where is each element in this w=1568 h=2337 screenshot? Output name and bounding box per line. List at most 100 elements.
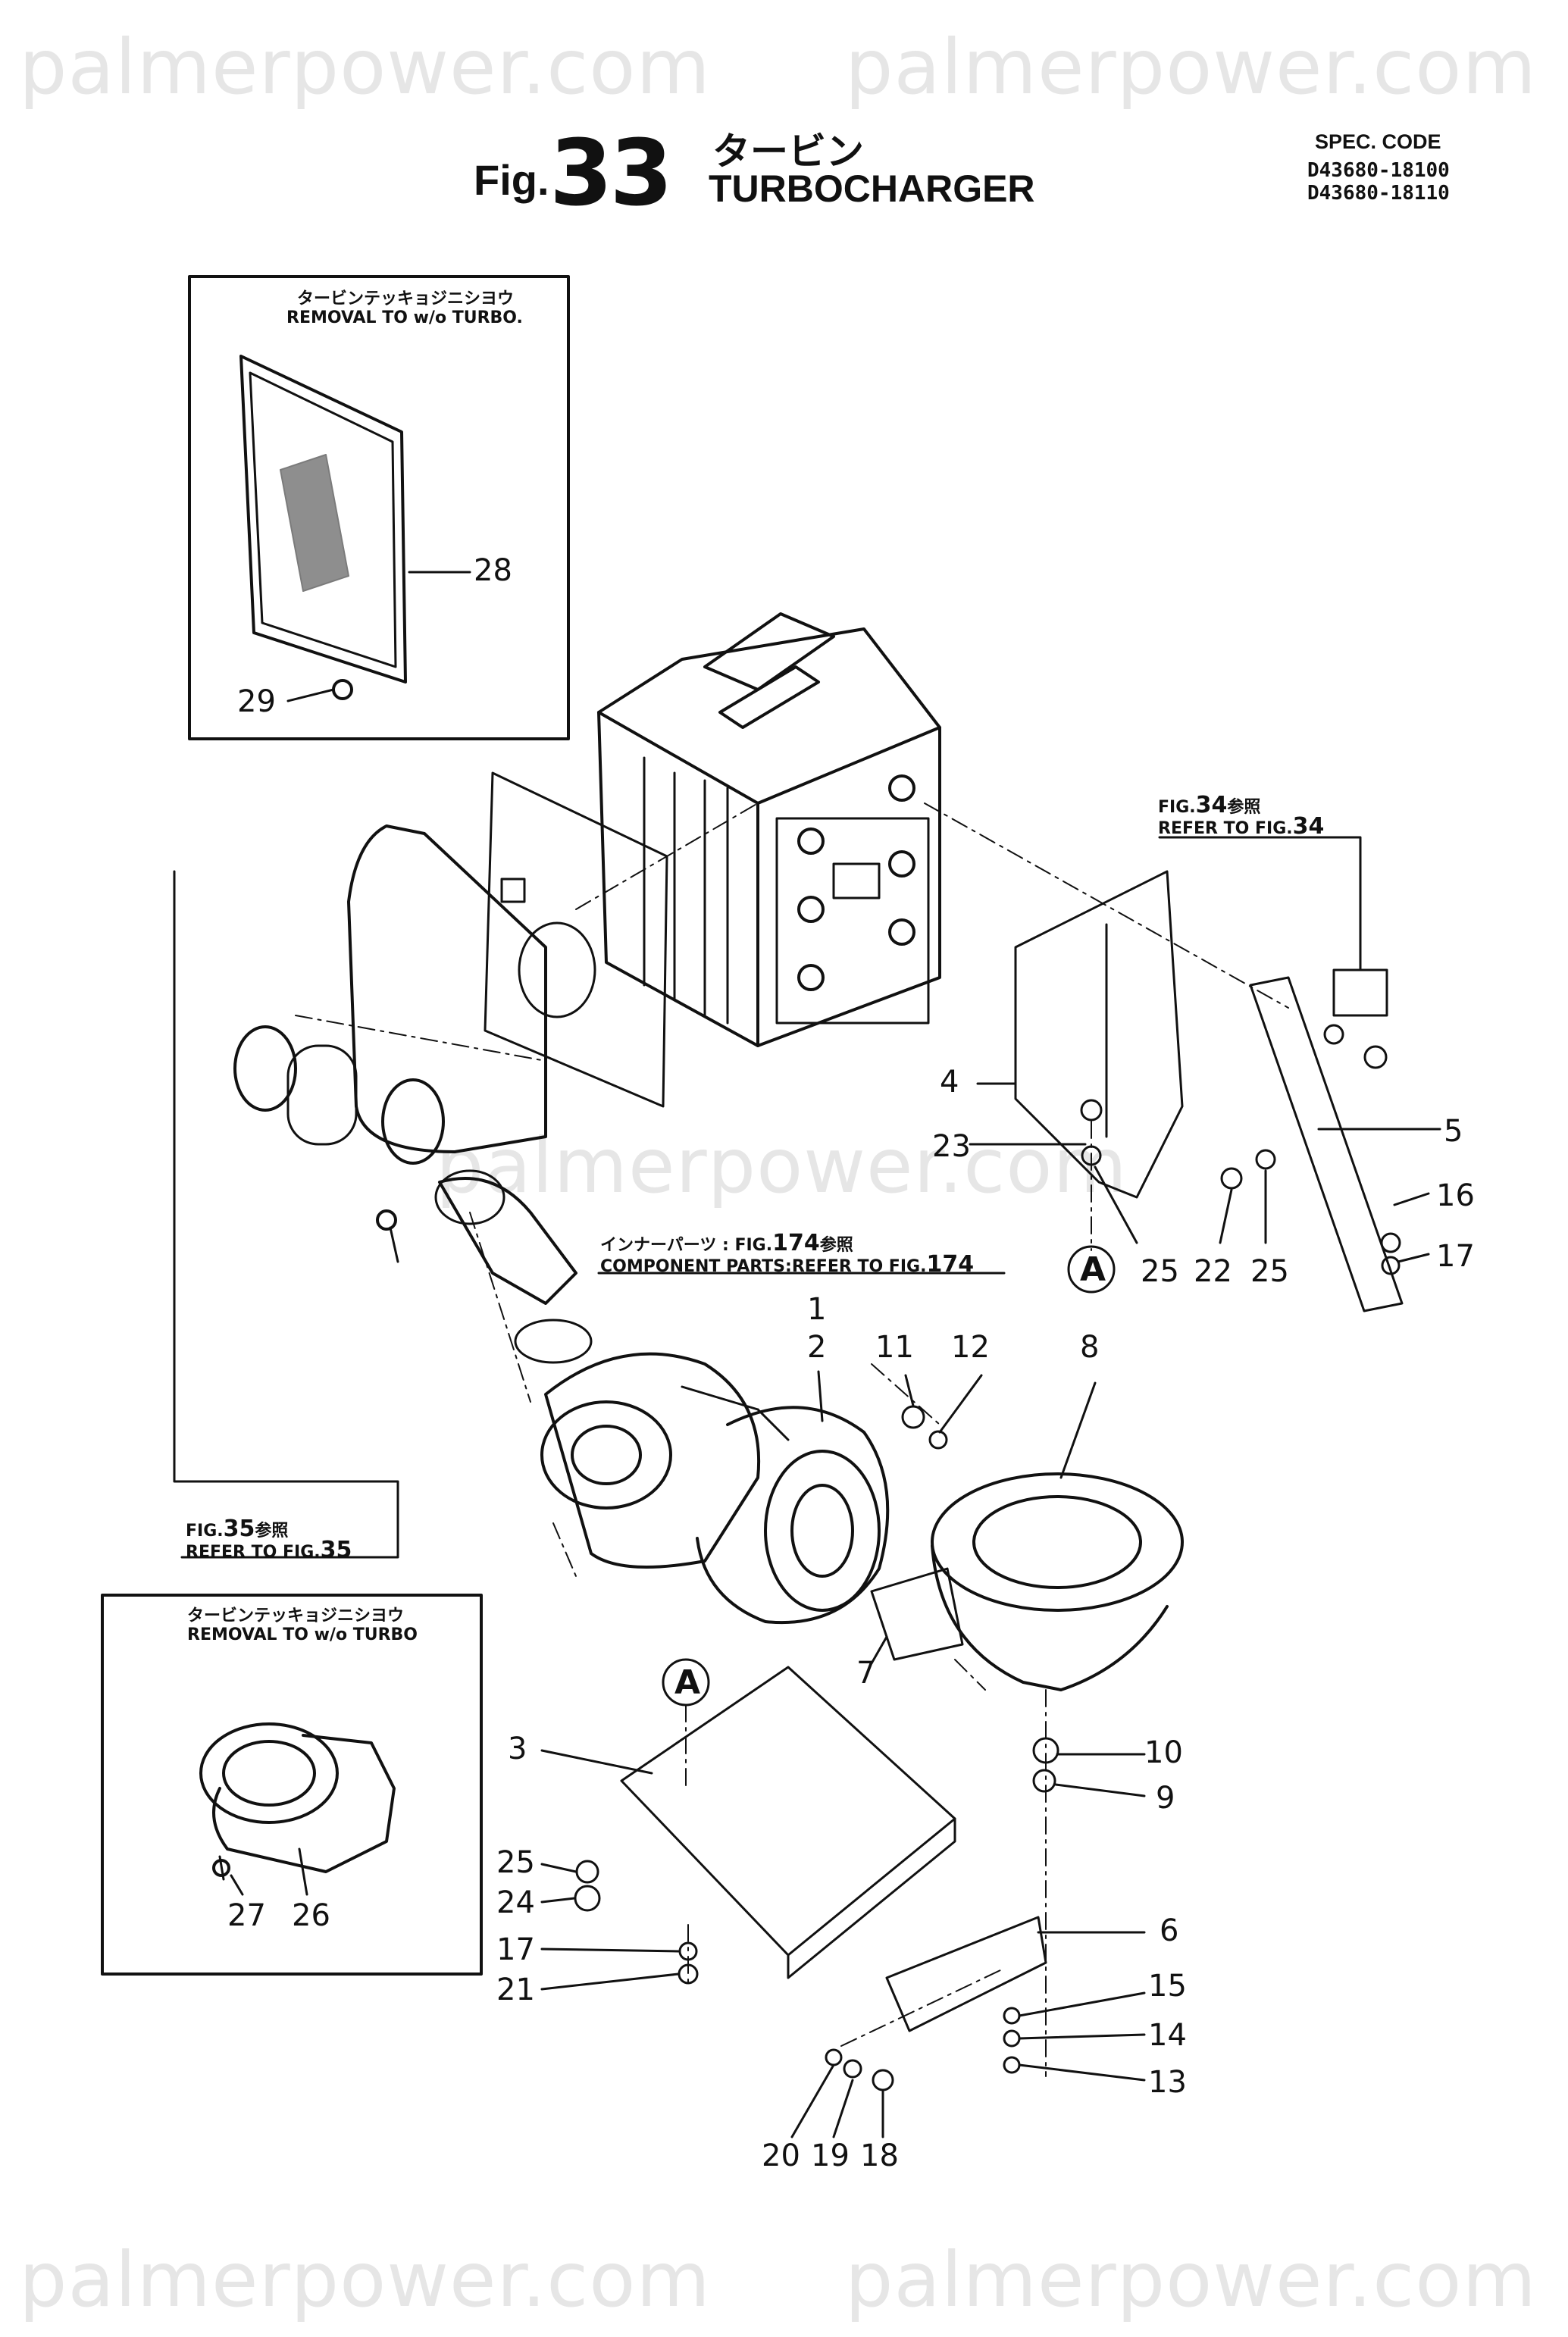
fig35-bracket [173,870,399,1559]
fig35-en-prefix: REFER TO FIG. [186,1543,321,1562]
watermark-bottom-right: palmerpower.com [845,2235,1537,2324]
part-number-18: 18 [860,2138,899,2173]
bolt-13 [1003,2056,1021,2074]
washer-12 [928,1430,948,1450]
watermark-bottom-left: palmerpower.com [19,2235,711,2324]
fig34-en-prefix: REFER TO FIG. [1158,819,1293,838]
page-title: TURBOCHARGER [709,167,1035,210]
part-number-21: 21 [496,1973,535,2007]
watermark-center: palmerpower.com [436,1122,1128,1210]
base-plate [620,1666,956,1957]
comp-num-en: 174 [926,1251,975,1278]
part-number-17-right: 17 [1436,1239,1475,1274]
fig34-jp-suffix: 参照 [1227,798,1261,817]
washer-19 [843,2059,862,2079]
note-removal-top-en: REMOVAL TO w/o TURBO. [286,308,523,327]
part-number-11: 11 [875,1330,914,1365]
part-number-2: 2 [807,1330,827,1365]
part-number-29: 29 [237,684,276,719]
part-number-1: 1 [807,1292,827,1327]
part-number-22: 22 [1194,1254,1232,1289]
part-number-25-left: 25 [496,1845,535,1880]
fig35-num-jp: 35 [223,1516,255,1542]
elbow-cover [199,1722,396,1873]
bolt-22 [1220,1167,1243,1190]
part-number-7: 7 [856,1656,876,1691]
part-number-25-center: 25 [1141,1254,1179,1289]
washer-25-stay [1255,1149,1276,1170]
bolt-23 [1080,1099,1103,1122]
note-removal-bottom-jp: タービンテッキョジニシヨウ [187,1606,405,1625]
spec-code-heading: SPEC. CODE [1315,130,1441,153]
bolt-29 [286,679,353,702]
stay [1249,976,1404,1312]
hose [286,1044,358,1146]
part-number-25-right: 25 [1250,1254,1289,1289]
spec-code-2: D43680-18110 [1307,182,1450,205]
hose-clamp-2 [381,1078,445,1165]
part-number-6: 6 [1160,1913,1179,1948]
watermark-top-left: palmerpower.com [19,23,711,111]
part-number-17-left: 17 [496,1932,535,1967]
fig35-num-en: 35 [320,1537,352,1563]
part-number-23: 23 [932,1129,971,1164]
spec-code-1: D43680-18100 [1307,159,1450,182]
bracket-lower [885,1916,1047,2032]
part-number-10: 10 [1144,1735,1183,1770]
comp-num-jp: 174 [772,1230,820,1256]
washer-25-left [575,1860,599,1884]
bolt-16 [1380,1232,1401,1253]
cover-plate [239,355,407,684]
part-number-19: 19 [811,2138,850,2173]
fig34-num-jp: 34 [1195,792,1228,818]
bolt-27 [212,1855,230,1881]
washer-15 [1003,2007,1021,2025]
washer-14 [1003,2029,1021,2048]
bolt-11 [901,1405,925,1429]
part-number-16: 16 [1436,1178,1475,1213]
part-number-15: 15 [1148,1969,1187,2004]
bolt-18 [872,2069,894,2091]
aftercooler [597,612,941,1047]
part-number-26: 26 [292,1898,330,1933]
exhaust-elbow [870,1472,1184,1691]
note-removal-bottom-en: REMOVAL TO w/o TURBO [187,1625,418,1644]
fig-prefix: Fig. [474,156,549,204]
hose-clamp-1 [233,1025,297,1112]
callout-a-upper: A [1080,1250,1106,1289]
part-number-28: 28 [474,553,512,588]
part-number-12: 12 [951,1330,990,1365]
gasket [484,771,668,1108]
bolt-elbow [376,1209,399,1263]
part-number-3: 3 [508,1732,527,1766]
callout-a-upper-circle [1067,1245,1116,1294]
part-number-20: 20 [762,2138,800,2173]
nut-9 [1032,1769,1056,1793]
fig35-jp-prefix: FIG. [186,1522,224,1541]
watermark-top-right: palmerpower.com [845,23,1537,111]
nut-24 [574,1885,601,1912]
comp-en-prefix: COMPONENT PARTS:REFER TO FIG. [600,1257,927,1276]
part-number-27: 27 [227,1898,266,1933]
bolt-stay-top [1363,1045,1388,1069]
comp-jp-prefix: インナーパーツ : FIG. [600,1236,773,1255]
note-fig35: FIG.35参照 REFER TO FIG.35 [186,1516,352,1563]
inlet-duct [347,824,547,1153]
part-number-24: 24 [496,1885,535,1920]
comp-jp-suffix: 参照 [819,1236,853,1255]
fig34-num-en: 34 [1292,813,1325,840]
callout-a-lower: A [674,1663,701,1702]
part-number-14: 14 [1148,2018,1187,2053]
gasket-ring [514,1319,593,1364]
title-japanese: タービン [712,130,864,173]
part-number-9: 9 [1156,1781,1175,1816]
fig35-jp-suffix: 参照 [255,1522,289,1541]
inset-box-top [188,275,570,740]
fig-number: 33 [549,121,673,227]
part-number-5: 5 [1444,1114,1463,1149]
elbow-pipe [438,1177,577,1305]
fig34-jp-prefix: FIG. [1158,798,1196,817]
part-number-4: 4 [940,1065,959,1100]
note-fig34: FIG.34参照 REFER TO FIG.34 [1158,794,1325,840]
